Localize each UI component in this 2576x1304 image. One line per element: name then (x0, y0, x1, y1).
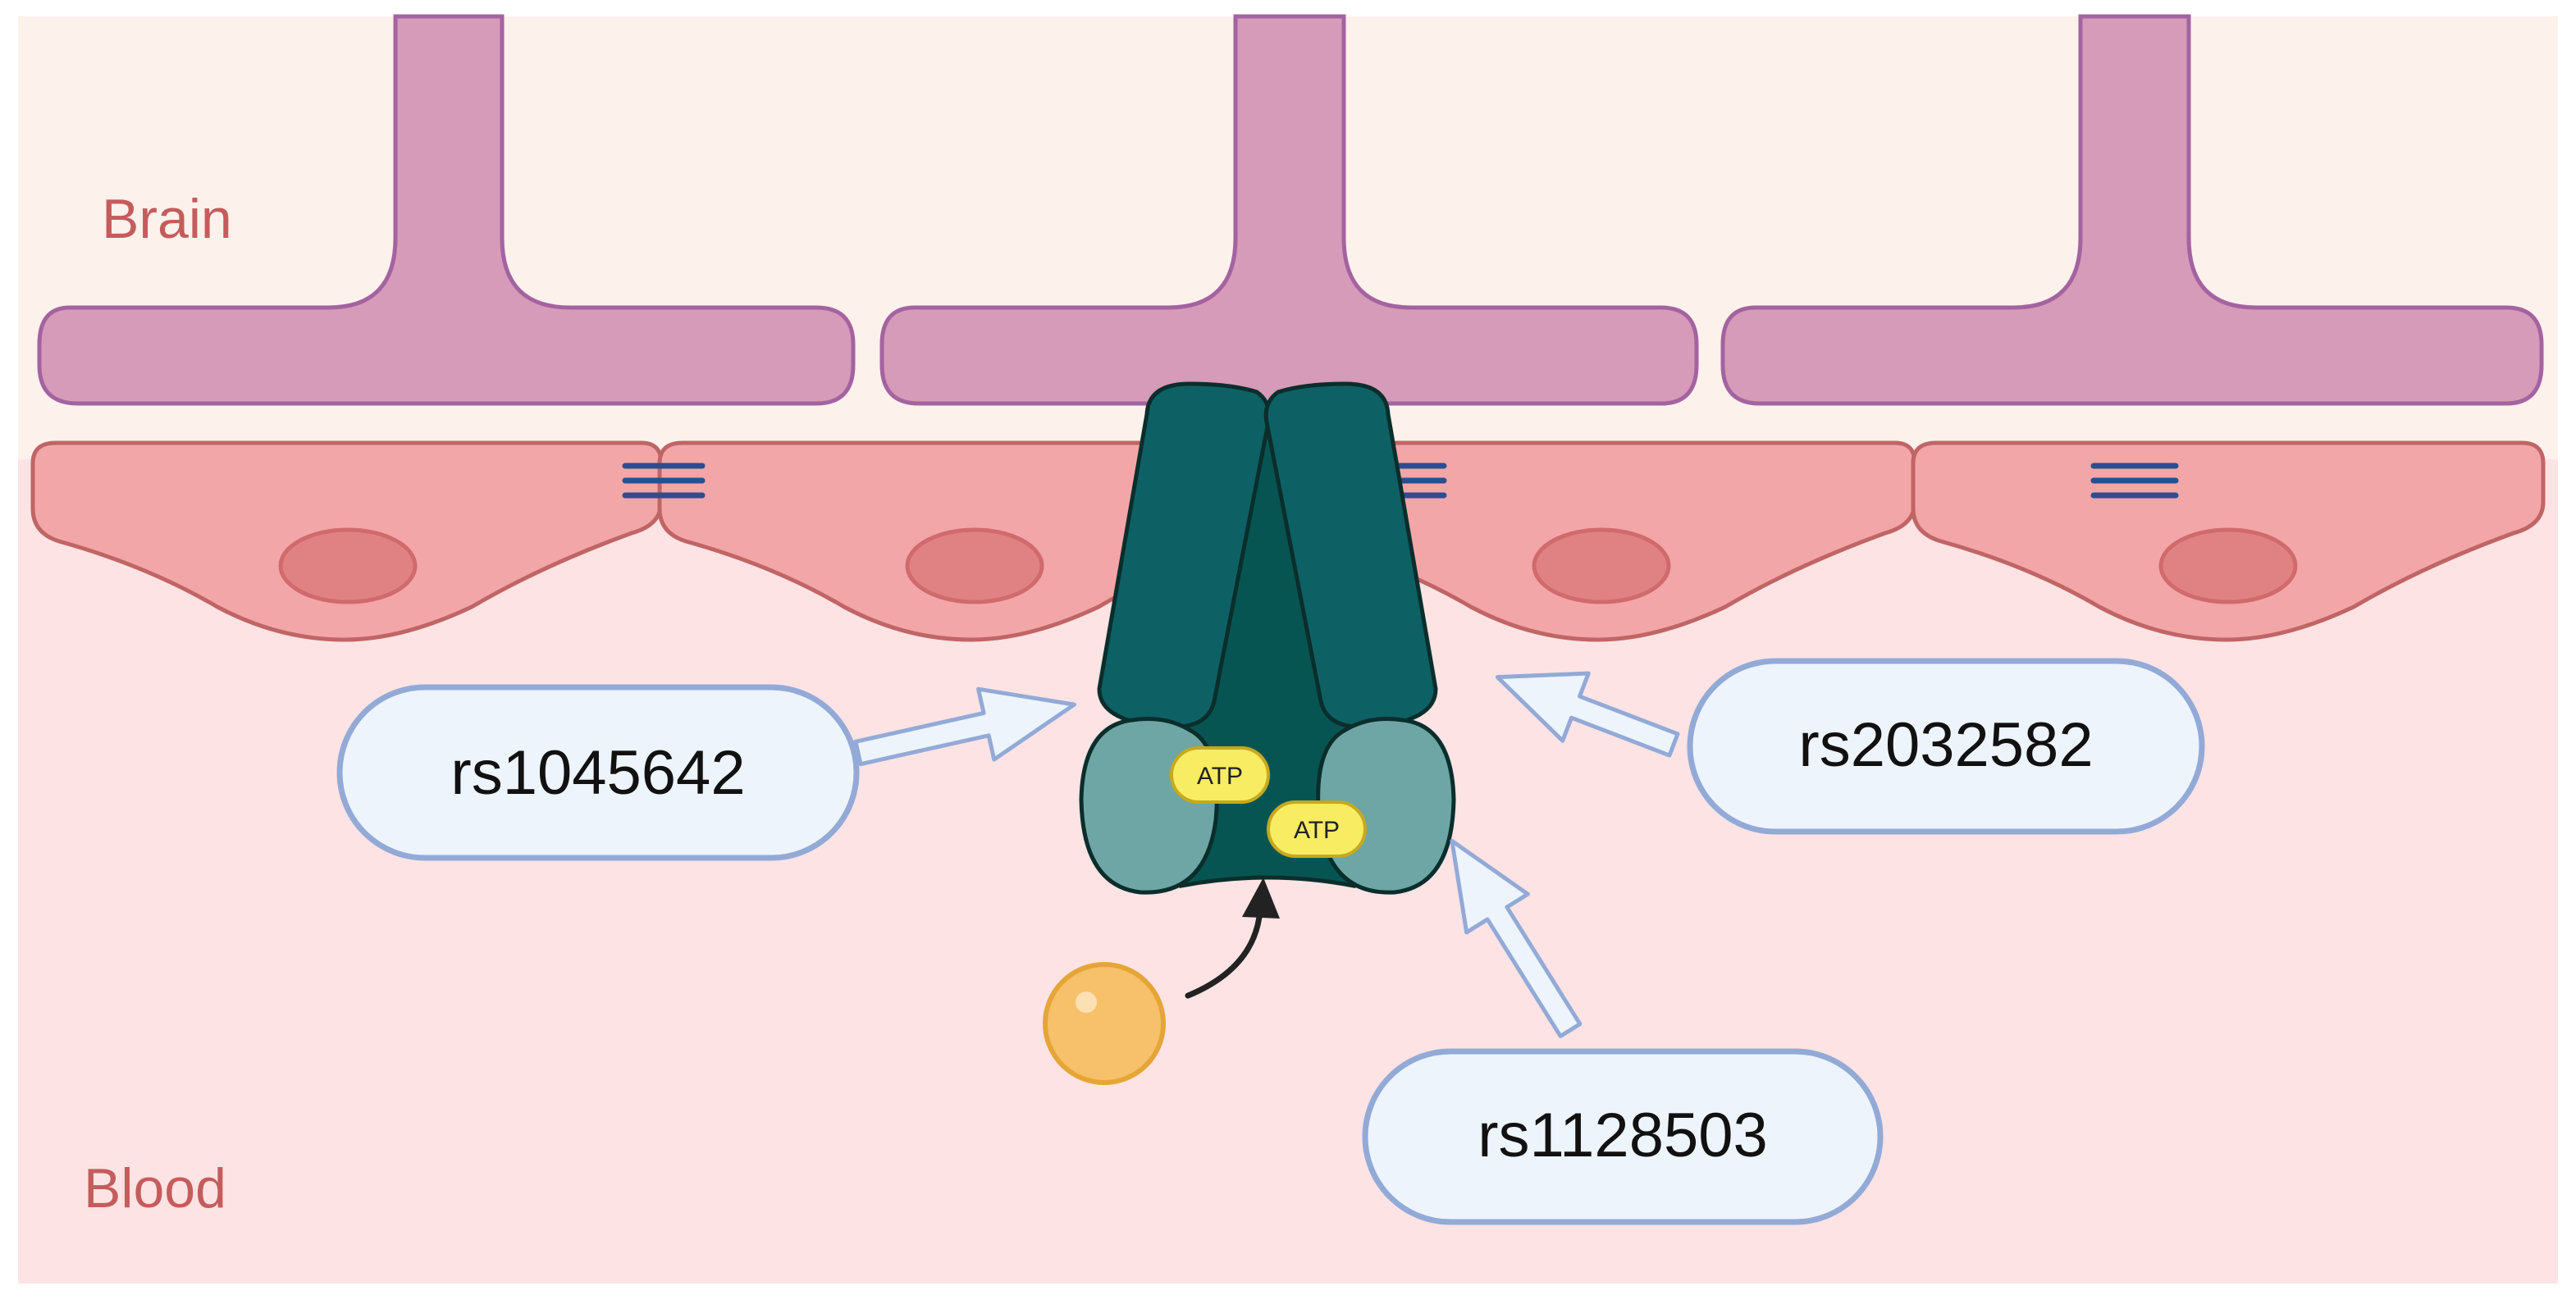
variant-label-rs2032582: rs2032582 (1687, 658, 2205, 835)
variant-label-rs1045642: rs1045642 (336, 684, 860, 861)
substrate-efflux-curved-arrow-icon (1185, 907, 1263, 999)
tight-junction-icon (622, 463, 706, 499)
atp-binding-site-2: ATP (1267, 800, 1367, 858)
efflux-arrow-icon (853, 686, 1076, 767)
substrate-molecule-icon (1043, 962, 1166, 1085)
atp-icon (1170, 746, 1270, 804)
nucleotide-binding-domain-left (1079, 717, 1219, 895)
astrocyte-foot-1 (37, 14, 856, 406)
astrocyte-foot-3 (1720, 14, 2544, 406)
efflux-arrow-icon (1495, 671, 1680, 758)
curved-arrow-head-icon (1242, 878, 1280, 919)
atp-icon (1267, 800, 1367, 858)
endothelial-cell-layer (30, 440, 2546, 642)
nucleus-3 (1532, 527, 1671, 604)
atp-binding-site-1: ATP (1170, 746, 1270, 804)
p-glycoprotein-transporter: ATP ATP (1079, 381, 1456, 895)
nucleus-2 (905, 527, 1044, 604)
variant-label-box (1362, 1048, 1884, 1225)
variant-label-text: rs2032582 (1798, 710, 2093, 780)
variant-label-rs1128503: rs1128503 (1362, 1048, 1884, 1225)
blood-region-label: Blood (84, 1157, 226, 1220)
atp-label: ATP (1294, 817, 1340, 844)
variant-label-box (336, 684, 860, 861)
brain-region-label: Brain (102, 188, 232, 250)
variant-label-text: rs1045642 (450, 738, 745, 808)
tight-junction-icon (2090, 463, 2179, 499)
astrocyte-endfeet (37, 14, 2544, 406)
atp-label: ATP (1197, 763, 1243, 790)
variant-label-text: rs1128503 (1478, 1101, 1768, 1170)
nucleus-1 (278, 527, 418, 604)
astrocyte-foot-2 (879, 14, 1699, 406)
variant-label-box (1687, 658, 2205, 835)
efflux-arrow-icon (1450, 838, 1583, 1038)
nucleus-4 (2158, 527, 2298, 604)
